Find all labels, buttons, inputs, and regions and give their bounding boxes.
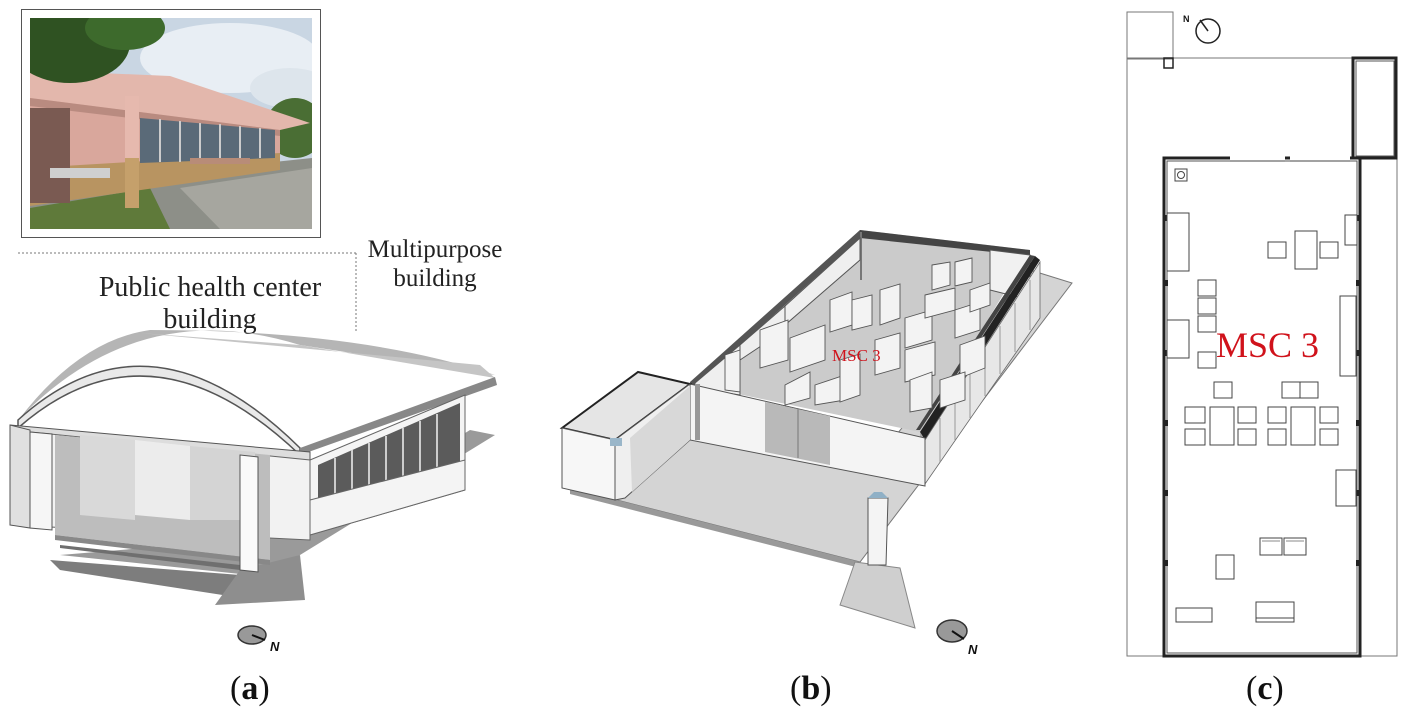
caption-c-open: ( <box>1246 670 1258 707</box>
panel-a: Public health center building Multipurpo… <box>0 0 520 712</box>
compass-icon-b: N <box>936 619 978 657</box>
label-multipurpose-building: Multipurpose building <box>330 236 540 294</box>
compass-letter: N <box>270 639 280 654</box>
building-photo-image <box>30 18 312 229</box>
leader-lines <box>18 252 357 332</box>
furniture <box>1166 212 1358 623</box>
front-column <box>239 454 259 573</box>
label-public-health-center: Public health center building <box>50 272 370 336</box>
label-public-health-line2: building <box>163 304 257 336</box>
caption-c-close: ) <box>1272 670 1284 707</box>
caption-b: (b) <box>790 670 832 708</box>
caption-c: (c) <box>1246 670 1284 708</box>
roof-surface <box>20 330 495 418</box>
panel-c: N MSC 3 (c) <box>1110 0 1419 712</box>
caption-b-open: ( <box>790 670 802 707</box>
building-photo <box>21 9 321 238</box>
caption-a-close: ) <box>258 670 270 707</box>
caption-b-close: ) <box>820 670 832 707</box>
caption-c-letter: c <box>1257 670 1273 707</box>
label-multipurpose-line2: building <box>393 264 477 292</box>
label-multipurpose-line1: Multipurpose <box>367 236 503 263</box>
caption-a: (a) <box>230 670 270 708</box>
caption-b-letter: b <box>801 670 821 707</box>
building-3d-model <box>9 330 497 605</box>
panel-b: MSC 3 N (b) <box>540 0 1100 712</box>
floor-plan: N <box>1126 11 1398 658</box>
room-label-msc3-plan: MSC 3 <box>1216 325 1320 365</box>
compass-icon: N <box>237 625 280 654</box>
caption-a-letter: a <box>241 670 259 707</box>
caption-a-open: ( <box>230 670 242 707</box>
label-public-health-line1: Public health center <box>98 272 322 303</box>
north-letter: N <box>1183 14 1190 24</box>
room-label-msc3-3d: MSC 3 <box>832 346 881 365</box>
ramp <box>215 555 305 605</box>
building-3d-cutaway <box>559 230 1073 629</box>
compass-letter-b: N <box>968 642 978 657</box>
